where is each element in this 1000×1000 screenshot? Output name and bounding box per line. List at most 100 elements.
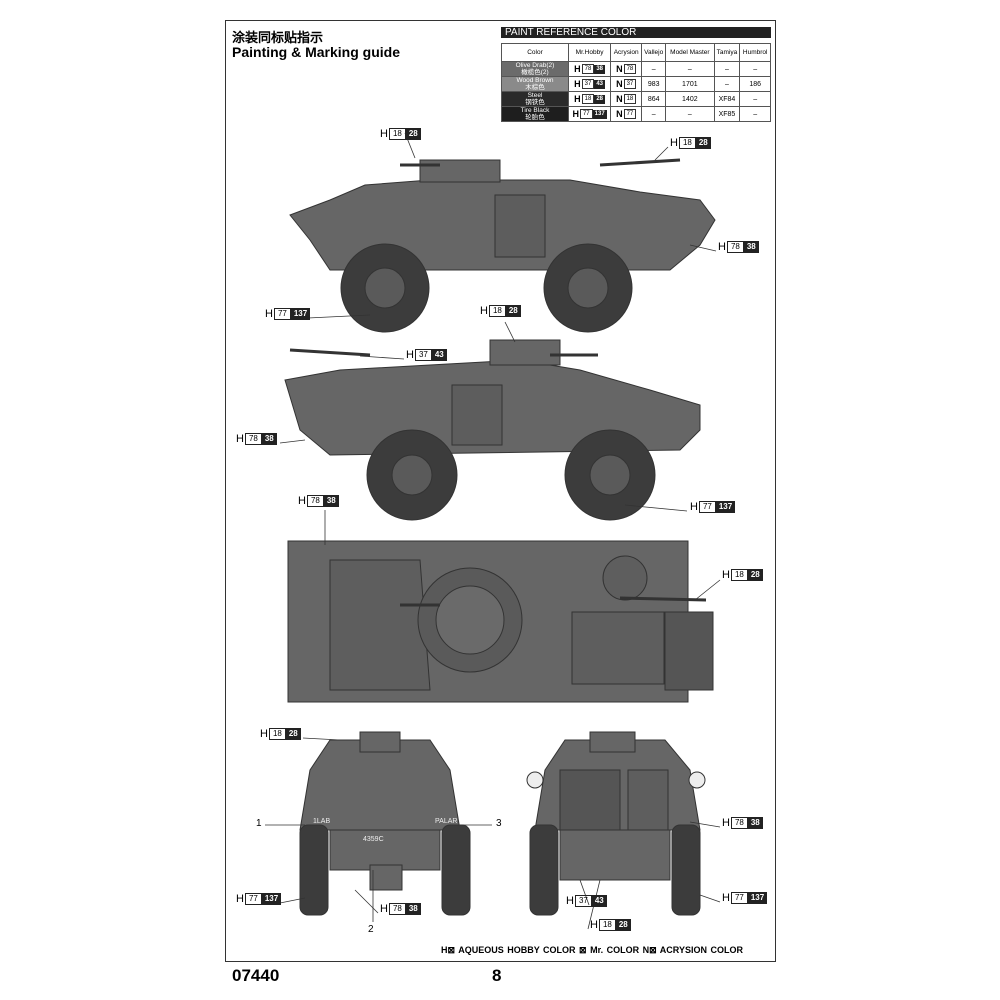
h-prefix: H	[722, 569, 730, 581]
color-name: Olive Drab(2)	[515, 62, 555, 69]
aqueous-code: 77	[730, 892, 748, 904]
mr-color-code: 38	[594, 64, 605, 74]
title-english: Painting & Marking guide	[232, 44, 401, 60]
mr-color-code: 28	[615, 919, 631, 931]
mr-color-code: 28	[285, 728, 301, 740]
h-prefix: H	[236, 433, 244, 445]
n-prefix: N	[616, 109, 623, 119]
aqueous-code: 18	[388, 128, 406, 140]
aqueous-code: 78	[581, 64, 595, 74]
h-prefix: H	[380, 128, 388, 140]
mr-color-code: 137	[261, 893, 282, 905]
mr-color-code: 28	[405, 128, 421, 140]
color-name: Tire Black	[520, 107, 550, 114]
h-prefix: H	[566, 895, 574, 907]
mr-color-code: 137	[592, 109, 607, 119]
aqueous-code: 78	[730, 817, 748, 829]
aqueous-code: 18	[678, 137, 696, 149]
kit-code: 07440	[232, 966, 280, 985]
aqueous-code: 37	[581, 79, 595, 89]
h-prefix: H	[670, 137, 678, 149]
mr-color-code: 137	[747, 892, 768, 904]
h-prefix: H	[265, 308, 273, 320]
paint-reference-table: Color Mr.Hobby Acrysion Vallejo Model Ma…	[501, 43, 771, 122]
side-view-left	[289, 158, 716, 333]
n-prefix: N	[616, 94, 623, 104]
aqueous-code: 78	[388, 903, 406, 915]
aqueous-code: 77	[244, 893, 262, 905]
color-name-cell: Olive Drab(2)橄榄色(2)	[501, 61, 569, 77]
marking-number-2: 2	[368, 924, 374, 935]
mr-color-code: 43	[591, 895, 607, 907]
marking-number-1: 1	[256, 818, 262, 829]
tamiya-cell: –	[713, 76, 741, 92]
aqueous-code: 37	[414, 349, 432, 361]
title-chinese: 涂装同标贴指示	[232, 30, 324, 45]
h-prefix: H	[718, 241, 726, 253]
mr-color-code: 28	[594, 94, 605, 104]
h-prefix: H	[480, 305, 488, 317]
aqueous-code: 77	[698, 501, 716, 513]
mr-color-code: 137	[715, 501, 736, 513]
n-prefix: N	[616, 79, 623, 89]
h-prefix: H	[722, 892, 730, 904]
mr-color-code: 28	[695, 137, 711, 149]
vehicle-number-marking: 4359C	[363, 836, 384, 843]
mr-color-code: 43	[431, 349, 447, 361]
h-prefix: H	[572, 109, 579, 119]
h-prefix: H	[236, 893, 244, 905]
side-view-right	[284, 339, 701, 521]
mr-color-code: 38	[261, 433, 277, 445]
mr-color-code: 43	[594, 79, 605, 89]
paint-table-heading: PAINT REFERENCE COLOR	[501, 27, 771, 38]
color-legend: H⊠ AQUEOUS HOBBY COLOR ⊠ Mr. COLOR N⊠ AC…	[441, 945, 743, 955]
humbrol-cell: –	[739, 106, 771, 122]
acrysion-code: 77	[623, 109, 637, 119]
mr-color-code: 28	[505, 305, 521, 317]
aqueous-code: 18	[268, 728, 286, 740]
h-prefix: H	[380, 903, 388, 915]
acrysion-code: 18	[623, 94, 637, 104]
n-prefix: N	[616, 64, 623, 74]
rear-view	[526, 731, 706, 916]
aqueous-code: 78	[726, 241, 744, 253]
color-name: Wood Brown	[516, 77, 554, 84]
mr-color-code: 28	[747, 569, 763, 581]
aqueous-code: 18	[488, 305, 506, 317]
right-plate-marking: PALAR	[435, 818, 458, 825]
aqueous-code: 37	[574, 895, 592, 907]
h-prefix: H	[574, 94, 581, 104]
tamiya-cell: XF85	[713, 106, 741, 122]
acrysion-code: 37	[623, 79, 637, 89]
h-prefix: H	[406, 349, 414, 361]
page-number: 8	[492, 966, 502, 985]
aqueous-code: 18	[581, 94, 595, 104]
color-name-cn: 木棕色	[525, 84, 545, 91]
aqueous-code: 78	[306, 495, 324, 507]
acrysion-code: 78	[623, 64, 637, 74]
h-prefix: H	[722, 817, 730, 829]
